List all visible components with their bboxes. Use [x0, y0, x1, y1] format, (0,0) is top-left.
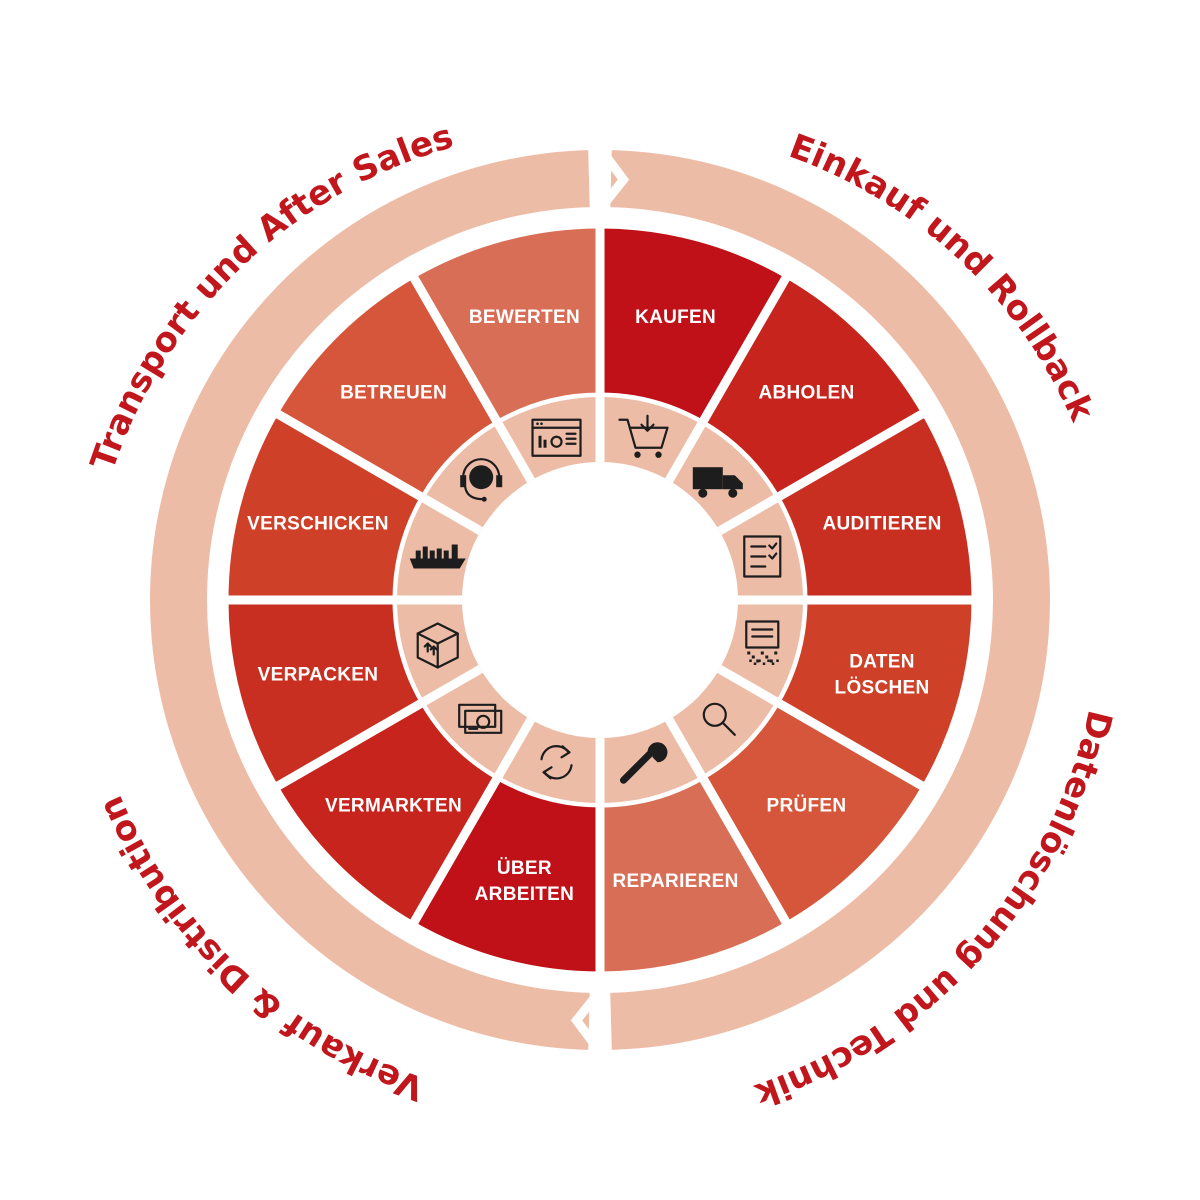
- center-circle: [462, 462, 738, 738]
- segment-label: VERMARKTEN: [325, 795, 462, 816]
- ship-icon: [409, 544, 466, 569]
- segment-label: BEWERTEN: [469, 307, 580, 328]
- data-shred-icon: [745, 620, 780, 665]
- truck-icon: [692, 467, 743, 498]
- outer-ring-arrow-left: [149, 150, 590, 1050]
- segment-icons: [409, 414, 782, 784]
- headset-icon: [460, 458, 503, 502]
- segment-label: BETREUEN: [340, 383, 447, 404]
- package-icon: [416, 622, 459, 669]
- refresh-icon: [540, 745, 573, 780]
- segment-label: ABHOLEN: [758, 383, 854, 404]
- checklist-icon: [743, 535, 782, 578]
- segment-label: REPARIEREN: [612, 871, 738, 892]
- segment-label: PRÜFEN: [767, 795, 847, 816]
- wrench-icon: [619, 742, 668, 784]
- browser-chart-icon: [531, 418, 582, 457]
- magnifier-icon: [702, 702, 736, 736]
- outer-ring-arrow-right: [610, 150, 1051, 1050]
- money-icon: [458, 703, 503, 734]
- segment-label: AUDITIEREN: [822, 513, 941, 534]
- segment-label: KAUFEN: [635, 307, 716, 328]
- segment-label: VERPACKEN: [258, 665, 379, 686]
- cart-icon: [618, 414, 669, 458]
- segment-label: VERSCHICKEN: [247, 513, 389, 534]
- outer-ring: [149, 145, 1051, 1055]
